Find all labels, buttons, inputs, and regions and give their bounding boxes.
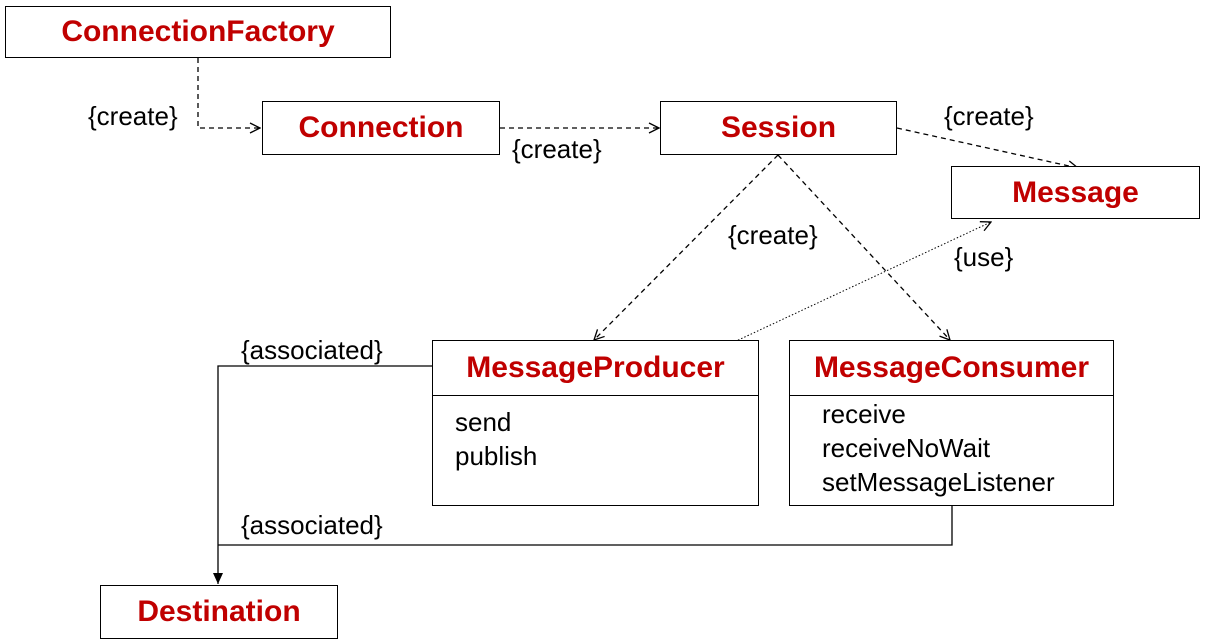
method-set-message-listener: setMessageListener <box>822 467 1055 497</box>
message-producer-methods: send publish <box>433 396 758 473</box>
method-receive-no-wait: receiveNoWait <box>822 433 991 463</box>
connection-factory-box: ConnectionFactory <box>5 6 391 58</box>
method-send: send <box>455 407 512 437</box>
message-producer-title: MessageProducer <box>433 341 758 396</box>
method-publish: publish <box>455 441 538 471</box>
message-consumer-class: MessageConsumer receive receiveNoWait se… <box>789 340 1114 506</box>
destination-box: Destination <box>100 585 338 639</box>
connection-box: Connection <box>262 101 500 155</box>
consumer-destination-link <box>218 506 953 546</box>
create-connection-arrow <box>197 58 260 128</box>
method-receive: receive <box>822 399 906 429</box>
create-message-arrow <box>896 127 1078 168</box>
message-consumer-title: MessageConsumer <box>790 341 1113 396</box>
create-session-label: {create} <box>728 220 818 250</box>
session-label: Session <box>720 111 837 144</box>
create-consumer-arrow <box>777 154 950 340</box>
associated-producer-label: {associated} <box>241 335 383 365</box>
create-connection-label: {create} <box>512 134 602 164</box>
destination-label: Destination <box>137 595 301 628</box>
producer-destination-link <box>213 365 432 584</box>
create-factory-label: {create} <box>88 101 178 131</box>
message-label: Message <box>1012 175 1139 209</box>
associated-consumer-label: {associated} <box>241 510 383 540</box>
create-producer-arrow <box>594 154 779 340</box>
message-consumer-methods: receive receiveNoWait setMessageListener <box>790 396 1113 499</box>
connection-label: Connection <box>298 111 464 144</box>
connection-factory-label: ConnectionFactory <box>61 15 335 48</box>
use-label: {use} <box>954 242 1014 272</box>
message-producer-class: MessageProducer send publish <box>432 340 759 506</box>
message-box: Message <box>951 166 1200 219</box>
create-message-label: {create} <box>944 101 1034 131</box>
session-box: Session <box>660 101 897 155</box>
